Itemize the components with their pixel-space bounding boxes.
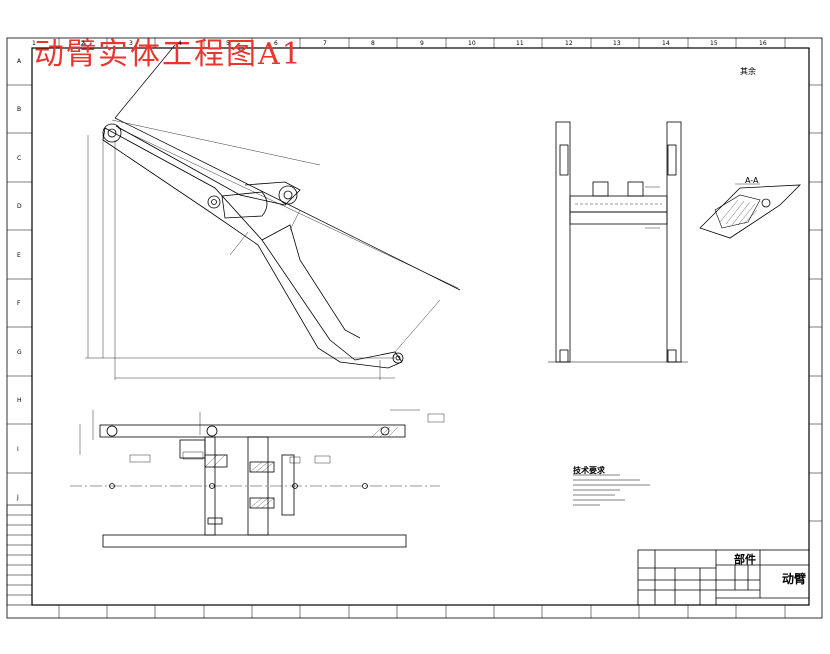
roughness-note: 其余 [740,67,756,76]
title-block-header: 部件 [734,553,756,566]
col-label: 13 [613,40,621,47]
row-label: C [17,155,22,162]
col-label: 8 [371,40,375,47]
row-label: J [17,494,19,501]
col-label: 4 [178,40,182,47]
row-label: E [17,252,21,259]
title-block-part-name: 动臂 [782,572,807,586]
col-label: 2 [81,40,85,47]
section-label: A-A [745,176,759,185]
col-label: 12 [565,40,573,47]
col-label: 6 [274,40,278,47]
col-label: 1 [32,40,36,47]
tech-requirements-title: 技术要求 [573,466,605,475]
construction-line [114,44,176,119]
col-label: 14 [662,40,670,47]
col-label: 9 [420,40,424,47]
construction-line-2 [114,117,461,291]
row-label: F [17,300,21,307]
inner-frame [31,47,810,606]
row-label: H [17,397,22,404]
row-zone-marks [7,84,822,522]
boom-top-view [99,424,407,548]
row-label: A [17,58,22,65]
outer-border [6,37,823,619]
col-label: 5 [226,40,230,47]
col-label: 10 [468,40,476,47]
top-view-dimensions [79,409,445,464]
col-label: 16 [759,40,767,47]
col-label: 3 [129,40,133,47]
drawing-title: 动臂实体工程图A1 [34,37,303,72]
row-label: D [17,203,22,210]
left-revision-block [6,504,33,606]
technical-notes [573,474,650,506]
row-label: I [17,446,19,453]
section-a-a-view [699,183,802,239]
column-zone-marks [58,38,786,618]
col-label: 11 [516,40,524,47]
row-label: G [17,349,22,356]
boom-side-view [548,121,688,363]
boom-front-view [85,119,459,380]
row-label: B [17,106,22,113]
col-label: 15 [710,40,718,47]
col-label: 7 [323,40,327,47]
title-block [637,549,810,606]
